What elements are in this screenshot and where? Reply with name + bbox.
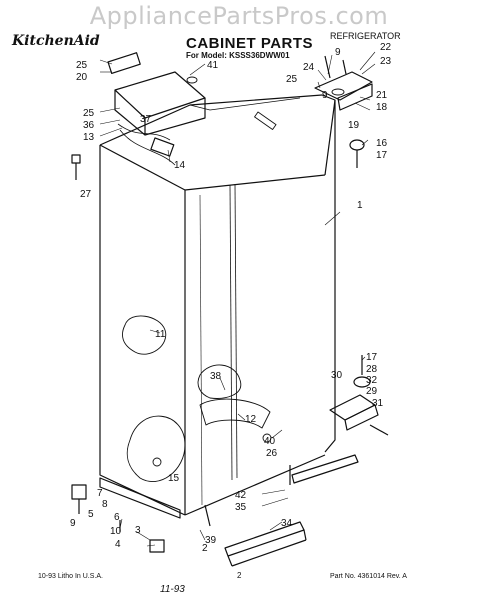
callout-16: 16 [376, 138, 388, 149]
callout-12: 12 [245, 414, 257, 425]
callout-9: 9 [70, 518, 76, 529]
callout-22: 22 [380, 42, 392, 53]
appliance-type: REFRIGERATOR [330, 31, 401, 41]
callout-27: 27 [80, 189, 92, 200]
callout-36: 36 [83, 120, 95, 131]
callout-15: 15 [168, 473, 180, 484]
bottom-hinge [329, 355, 389, 436]
callout-30: 30 [331, 370, 343, 381]
callout-7: 7 [97, 488, 103, 499]
callout-35: 35 [235, 502, 247, 513]
insulation-patch-center [197, 364, 242, 399]
callout-40: 40 [264, 436, 276, 447]
callout-29: 29 [366, 386, 378, 397]
callout-20: 20 [76, 72, 88, 83]
callout-9: 9 [322, 90, 328, 101]
loose-screw [71, 154, 81, 180]
watermark: AppliancePartsPros.com [89, 2, 389, 30]
callout-17: 17 [376, 150, 388, 161]
callout-labels: 25 20 41 9 22 23 24 25 9 21 18 25 36 37 … [70, 42, 392, 554]
callout-6: 6 [114, 512, 120, 523]
model-number: For Model: KSSS36DWW01 [186, 51, 290, 60]
callout-37: 37 [140, 114, 152, 125]
callout-17: 17 [366, 352, 378, 363]
base-rail-right [224, 454, 359, 567]
brand-logo: KitchenAid [12, 33, 100, 49]
callout-2: 2 [202, 543, 208, 554]
callout-14: 14 [174, 160, 186, 171]
callout-1: 1 [357, 200, 363, 211]
page-number: 2 [237, 571, 242, 580]
callout-25: 25 [76, 60, 88, 71]
callout-41: 41 [207, 60, 219, 71]
diagram-title: CABINET PARTS [186, 35, 314, 52]
top-hinge [314, 55, 373, 168]
insulation-patch-lower [126, 415, 186, 483]
callout-3: 3 [135, 525, 141, 536]
base-rail-left [99, 477, 181, 519]
part-number: Part No. 4361014 Rev. A [330, 573, 407, 580]
callout-8: 8 [102, 499, 108, 510]
handwritten-date: 11-93 [160, 584, 185, 595]
callout-39: 39 [205, 535, 217, 546]
insulation-patch-left [122, 315, 167, 355]
callout-25: 25 [286, 74, 298, 85]
callout-13: 13 [83, 132, 95, 143]
print-note: 10-93 Litho In U.S.A. [38, 573, 103, 580]
duct-piece [199, 398, 271, 429]
callout-32: 32 [366, 375, 378, 386]
callout-26: 26 [266, 448, 278, 459]
cabinet-shell [99, 94, 336, 516]
callout-28: 28 [366, 364, 378, 375]
callout-11: 11 [155, 329, 166, 340]
callout-21: 21 [376, 90, 388, 101]
callout-23: 23 [380, 56, 392, 67]
callout-19: 19 [348, 120, 360, 131]
control-housing [107, 52, 206, 166]
leader-lines [99, 51, 376, 547]
callout-4: 4 [115, 539, 121, 550]
callout-5: 5 [88, 509, 94, 520]
callout-24: 24 [303, 62, 315, 73]
callout-34: 34 [281, 518, 293, 529]
callout-25: 25 [83, 108, 95, 119]
callout-9: 9 [335, 47, 341, 58]
callout-38: 38 [210, 371, 222, 382]
leveling-parts [71, 465, 291, 553]
callout-42: 42 [235, 490, 247, 501]
callout-10: 10 [110, 526, 122, 537]
callout-18: 18 [376, 102, 388, 113]
callout-31: 31 [372, 398, 384, 409]
